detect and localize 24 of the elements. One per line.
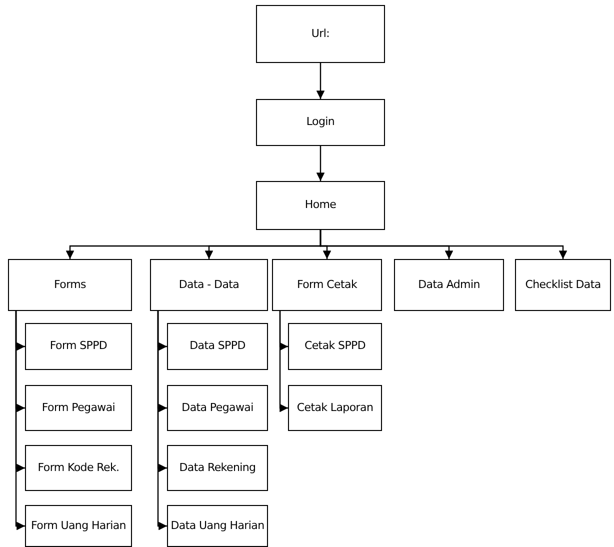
arrow [316,63,325,99]
page-box: Cetak Laporan [288,385,382,431]
page-box: Url: [256,5,385,63]
page-box: Data Uang Harian [167,505,268,547]
page-box: Form Pegawai [25,385,132,431]
page-box: Login [256,99,385,146]
page-box: Data - Data [150,259,268,311]
page-box: Data Admin [394,259,504,311]
page-box: Home [256,181,385,230]
page-box: Form Kode Rek. [25,445,132,491]
arrow [316,146,325,181]
page-box: Data SPPD [167,323,268,370]
page-box: Form Uang Harian [25,505,132,547]
page-box: Checklist Data [515,259,611,311]
page-box: Data Rekening [167,445,268,491]
arrow [157,311,167,530]
page-box: Form SPPD [25,323,132,370]
arrow [15,311,25,530]
page-box: Data Pegawai [167,385,268,431]
page-box: Form Cetak [272,259,382,311]
arrow [279,311,288,412]
page-box: Forms [8,259,132,311]
page-box: Cetak SPPD [288,323,382,370]
arrow [320,230,568,259]
